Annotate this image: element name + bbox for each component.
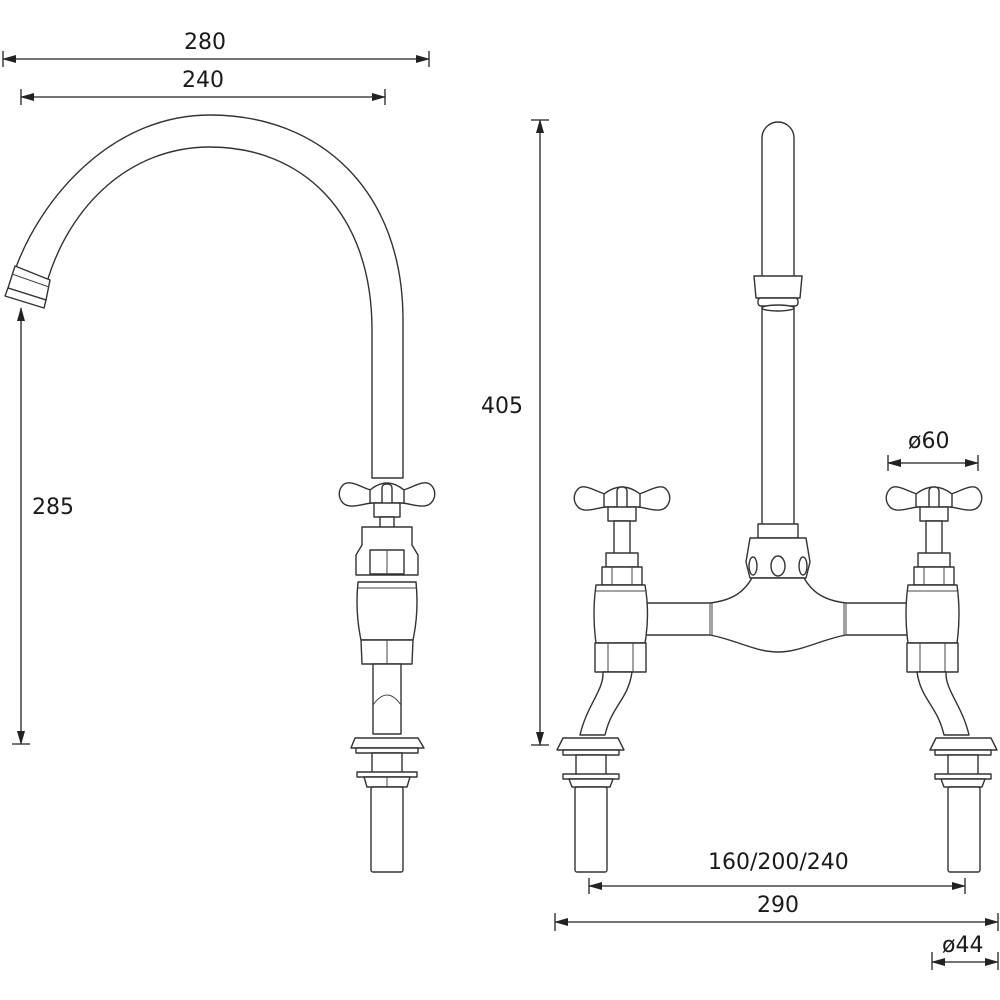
side-view	[4, 114, 436, 873]
dim-label-handle-diameter: ø60	[908, 429, 950, 454]
front-view	[556, 121, 998, 873]
spout-aerator	[4, 265, 51, 309]
dim-405-line	[531, 119, 549, 746]
dim-label-overall-reach: 280	[184, 30, 226, 55]
front-right-pillar	[885, 486, 998, 873]
front-left-pillar	[556, 486, 671, 873]
dim-60-line	[887, 455, 979, 471]
dim-label-spout-reach: 240	[182, 68, 224, 93]
dim-label-tap-centres: 160/200/240	[708, 850, 849, 875]
front-spout-aerator	[753, 275, 803, 312]
front-spout	[761, 121, 795, 536]
dim-285-line	[12, 307, 30, 745]
front-central-hub	[745, 523, 811, 579]
dim-label-outlet-height: 285	[32, 495, 74, 520]
dim-240-line	[20, 89, 386, 105]
dim-label-overall-width: 290	[757, 893, 799, 918]
dim-centres-line	[588, 878, 966, 894]
swan-neck-spout	[14, 114, 404, 479]
dim-label-overall-height: 405	[481, 394, 523, 419]
dim-label-base-diameter: ø44	[942, 933, 984, 958]
side-base	[350, 663, 425, 873]
front-bridge	[644, 577, 909, 653]
side-valve-body	[355, 526, 419, 665]
dim-280-line	[2, 51, 430, 67]
dim-290-line	[554, 913, 999, 931]
dim-44-line	[931, 952, 999, 970]
